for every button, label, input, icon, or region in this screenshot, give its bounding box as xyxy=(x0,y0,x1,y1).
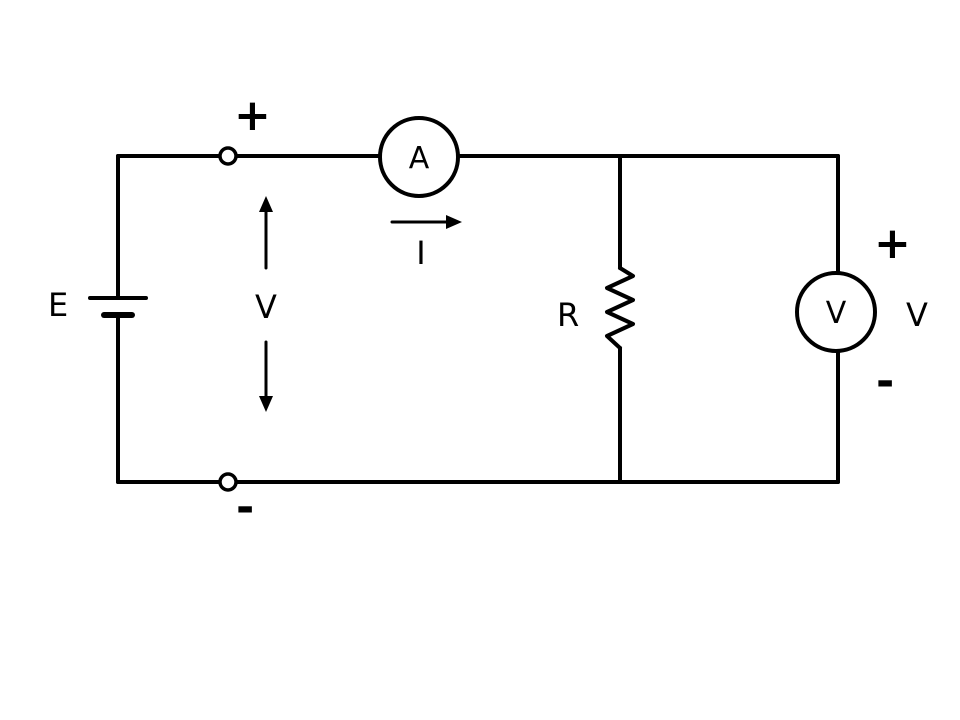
positive-terminal xyxy=(218,146,238,166)
voltmeter-label: V xyxy=(826,296,847,331)
resistor-label: R xyxy=(557,296,579,334)
voltage-arrow xyxy=(259,196,273,412)
resistor-zigzag xyxy=(605,266,635,350)
negative-terminal xyxy=(218,472,238,492)
voltage-arrow-down-head xyxy=(259,396,273,412)
wires xyxy=(116,154,840,484)
voltmeter-plus-sign: + xyxy=(874,218,911,269)
ammeter-ring xyxy=(378,116,460,198)
terminal-plus-sign: + xyxy=(234,90,271,141)
current-arrow xyxy=(390,215,462,229)
terminal-minus-sign: - xyxy=(236,482,254,533)
battery-symbol xyxy=(88,296,148,318)
current-arrow-head xyxy=(446,215,462,229)
source-label: E xyxy=(48,286,68,324)
voltmeter-minus-sign: - xyxy=(876,356,894,407)
load-voltage-label: V xyxy=(906,296,928,334)
current-label: I xyxy=(416,234,425,272)
voltmeter-ring xyxy=(795,271,877,353)
source-voltage-label: V xyxy=(255,288,277,326)
ammeter-label: A xyxy=(409,141,430,176)
voltage-arrow-up-head xyxy=(259,196,273,212)
